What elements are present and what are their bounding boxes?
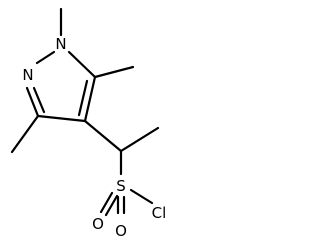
- bond-s-cl: [129, 188, 154, 205]
- bond-c4-c5-inner: [77, 79, 89, 117]
- bond-c4-c5: [83, 75, 97, 123]
- atom-label-cl: Cl: [152, 204, 167, 222]
- atom-label-s: S: [116, 177, 126, 195]
- bond-n2-c3: [25, 86, 40, 118]
- bond-s-o1-inner: [104, 194, 119, 217]
- atom-label-n2: N: [22, 66, 33, 84]
- bond-c4-ch: [83, 119, 123, 153]
- bond-c3-methyl: [10, 114, 40, 154]
- atom-label-o1: O: [92, 215, 104, 233]
- bond-s-o1: [99, 191, 114, 214]
- bond-n1-c5: [67, 50, 97, 79]
- atom-label-n1: N: [55, 35, 66, 53]
- bond-c3-c4: [36, 114, 87, 123]
- bond-n1-n2: [35, 50, 56, 65]
- bond-ch-methyl: [119, 126, 160, 153]
- molecule-structure-diagram: N N S O O Cl: [10, 7, 167, 240]
- bond-n2-c3-inner: [32, 86, 46, 114]
- atom-label-o2: O: [115, 222, 127, 240]
- bond-c5-methyl: [93, 65, 135, 79]
